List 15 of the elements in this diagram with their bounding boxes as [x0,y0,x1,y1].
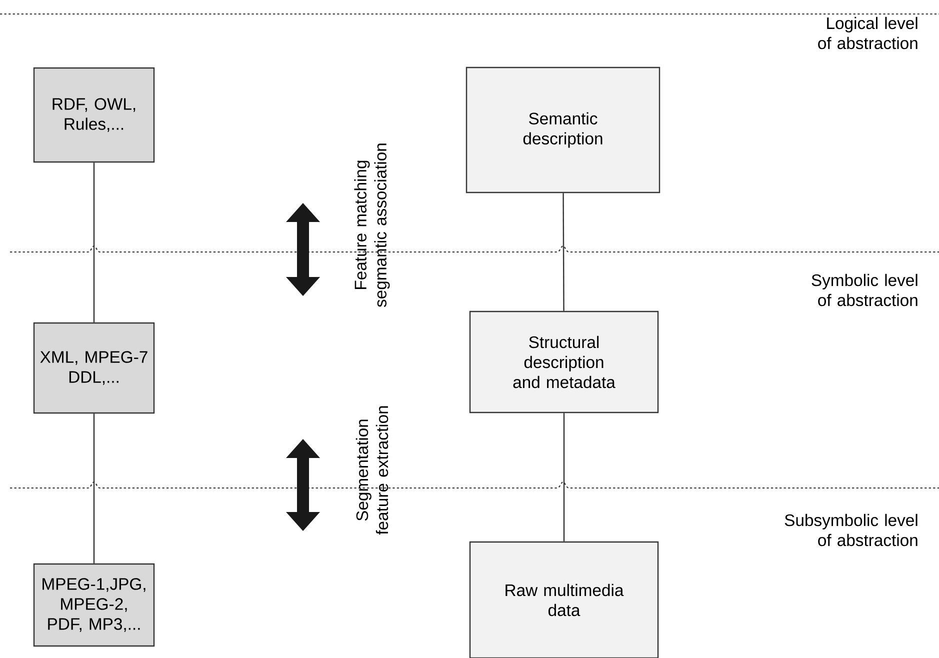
process-label: Segmentation feature extraction [356,406,388,535]
level-label: Logical level of abstraction [818,16,918,50]
format-box: RDF, OWL, Rules,... [33,67,155,163]
level-box: Semantic description [466,66,660,194]
level-box: Structural description and metadata [469,310,659,414]
level-box: Raw multimedia data [469,541,659,658]
connector-line [93,162,95,322]
format-box: XML, MPEG-7 DDL,... [33,322,155,414]
connector-line [93,414,95,564]
level-label: Symbolic level of abstraction [812,274,918,306]
level-label: Subsymbolic level of abstraction [784,514,918,546]
process-label: Feature matching segmantic association [354,144,390,307]
connector-line [562,193,564,311]
connector-line [563,413,565,542]
format-box: MPEG-1,JPG, MPEG-2, PDF, MP3,... [33,563,155,647]
